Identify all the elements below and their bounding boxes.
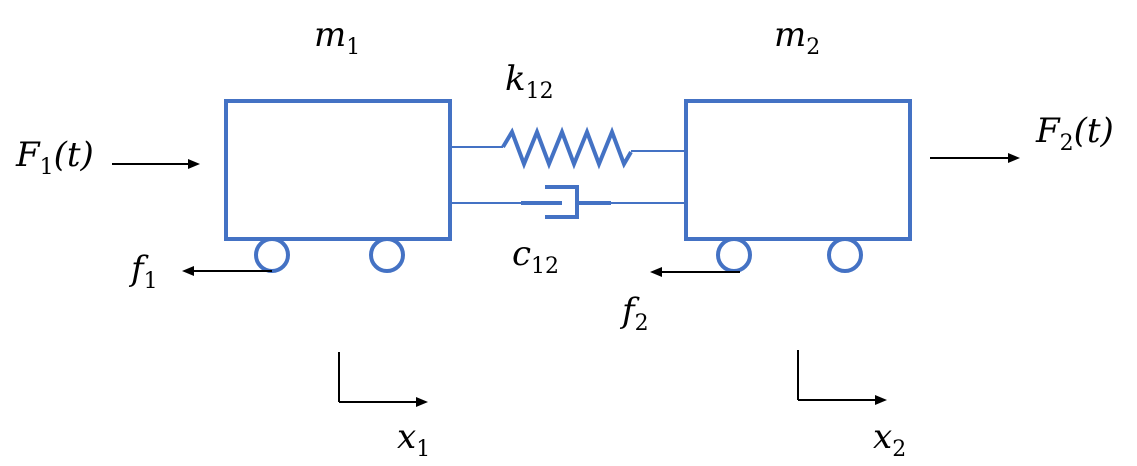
friction-2-arrow (650, 267, 740, 277)
spring-k12 (450, 126, 686, 170)
friction-1-label-sub: 1 (144, 269, 158, 294)
damper-label-main: c (512, 234, 531, 274)
displacement-2-label: x2 (873, 417, 906, 462)
mass-1-label-main: m (314, 15, 346, 55)
spring-label-main: k (505, 59, 526, 99)
friction-2-label: f2 (619, 291, 649, 336)
mass-1-wheel-right (369, 237, 405, 273)
displacement-1-label: x1 (397, 417, 430, 462)
displacement-1-arrow (338, 352, 428, 407)
mass-2-label: m2 (774, 15, 820, 60)
force-1-label: F1(t) (15, 135, 94, 180)
displacement-2-arrow (797, 350, 887, 405)
mass-2-label-sub: 2 (806, 35, 820, 60)
mass-2-wheel-left (716, 237, 752, 273)
mass-2-wheel-right (827, 237, 863, 273)
damper-c12 (450, 185, 686, 219)
displacement-2-label-main: x (873, 417, 892, 457)
damper-label: c12 (512, 234, 559, 279)
spring-label-sub: 12 (526, 79, 554, 104)
force-1-label-sub: 1 (40, 155, 54, 180)
mass-1-wheel-left (254, 237, 290, 273)
force-2-label-sub: 2 (1060, 131, 1074, 156)
friction-2-label-sub: 2 (635, 311, 649, 336)
force-2-arrow (930, 153, 1020, 163)
displacement-2-label-sub: 2 (892, 437, 906, 462)
friction-1-arrow (182, 266, 272, 276)
force-2-label: F2(t) (1035, 111, 1114, 156)
damper-label-sub: 12 (531, 254, 559, 279)
mass-2-block (684, 99, 912, 241)
friction-1-label: f1 (128, 249, 158, 294)
displacement-1-label-main: x (397, 417, 416, 457)
mass-2-label-main: m (774, 15, 806, 55)
force-2-label-main: F (1035, 111, 1061, 151)
mass-1-block (224, 99, 452, 241)
mass-1-label-sub: 1 (346, 35, 360, 60)
force-1-label-suffix: (t) (54, 135, 94, 175)
displacement-1-label-sub: 1 (416, 437, 430, 462)
force-1-label-main: F (15, 135, 41, 175)
force-2-label-suffix: (t) (1074, 111, 1114, 151)
spring-label: k12 (505, 59, 554, 104)
force-1-arrow (112, 159, 200, 169)
mass-1-label: m1 (314, 15, 360, 60)
